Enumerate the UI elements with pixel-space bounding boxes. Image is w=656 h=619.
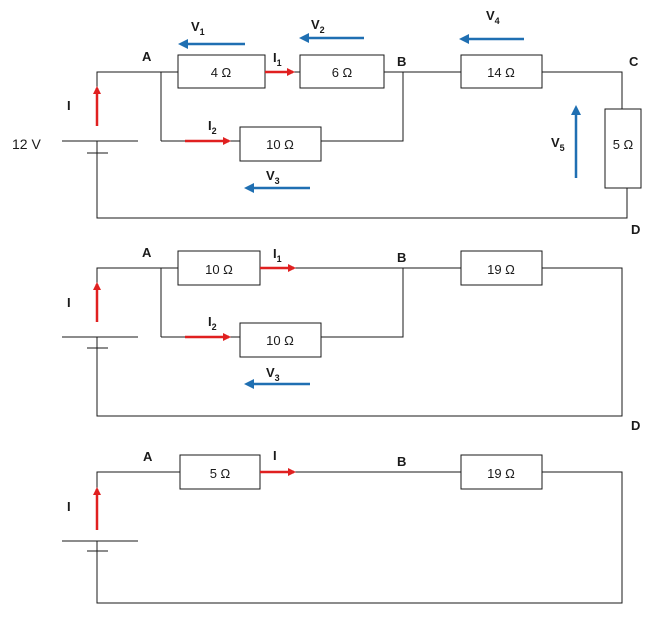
circuit-3-battery [62, 540, 138, 552]
node-b-label: B [397, 54, 406, 69]
resistor-10-ohm-bottom-label: 10 Ω [266, 333, 294, 348]
v3-label: V3 [266, 365, 280, 383]
resistor-10-ohm-bottom [239, 322, 322, 358]
resistor-19-ohm-label: 19 Ω [487, 466, 515, 481]
node-d-label: D [631, 418, 640, 433]
resistor-19-ohm [460, 250, 543, 286]
battery-voltage-label: 12 V [12, 136, 41, 152]
resistor-10-ohm-top [177, 250, 261, 286]
circuit-1: 12 V 4 Ω 6 Ω 10 Ω 14 Ω 5 Ω A B C D I I1 … [12, 8, 642, 237]
node-d-label: D [631, 222, 640, 237]
circuit-2-battery [62, 336, 138, 349]
circuit-3: 5 Ω 19 Ω A B I I [62, 448, 623, 604]
i2-label: I2 [208, 314, 217, 332]
resistor-5-ohm-label: 5 Ω [210, 466, 231, 481]
resistor-14-ohm [460, 54, 543, 89]
resistor-10-ohm-label: 10 Ω [266, 137, 294, 152]
resistor-19-ohm [460, 454, 543, 490]
branch-current-label: I [273, 448, 277, 463]
node-a-label: A [142, 49, 152, 64]
source-current-label: I [67, 295, 71, 310]
source-current-label: I [67, 98, 71, 113]
circuit-1-battery [62, 140, 138, 154]
circuit-1-wires [96, 71, 628, 219]
node-a-label: A [143, 449, 153, 464]
resistor-5-ohm [604, 108, 642, 189]
source-current-label: I [67, 499, 71, 514]
resistor-5-ohm-label: 5 Ω [613, 137, 634, 152]
resistor-10-ohm-top-label: 10 Ω [205, 262, 233, 277]
v4-label: V4 [486, 8, 500, 26]
v1-label: V1 [191, 19, 205, 37]
v2-label: V2 [311, 17, 325, 35]
i2-label: I2 [208, 118, 217, 136]
resistor-4-ohm [177, 54, 266, 89]
i1-label: I1 [273, 50, 282, 68]
v5-label: V5 [551, 135, 565, 153]
resistor-5-ohm [179, 454, 261, 490]
node-c-label: C [629, 54, 639, 69]
circuit-3-wires [96, 471, 623, 604]
resistor-10-ohm [239, 126, 322, 162]
resistor-6-ohm [299, 54, 385, 89]
i1-label: I1 [273, 246, 282, 264]
resistor-19-ohm-label: 19 Ω [487, 262, 515, 277]
resistor-4-ohm-label: 4 Ω [211, 65, 232, 80]
circuit-2: 10 Ω 19 Ω 10 Ω A B D I I1 I2 V3 [62, 245, 640, 433]
v3-label: V3 [266, 168, 280, 186]
node-b-label: B [397, 250, 406, 265]
node-b-label: B [397, 454, 406, 469]
resistor-6-ohm-label: 6 Ω [332, 65, 353, 80]
node-a-label: A [142, 245, 152, 260]
resistor-14-ohm-label: 14 Ω [487, 65, 515, 80]
circuit-2-wires [96, 267, 623, 417]
